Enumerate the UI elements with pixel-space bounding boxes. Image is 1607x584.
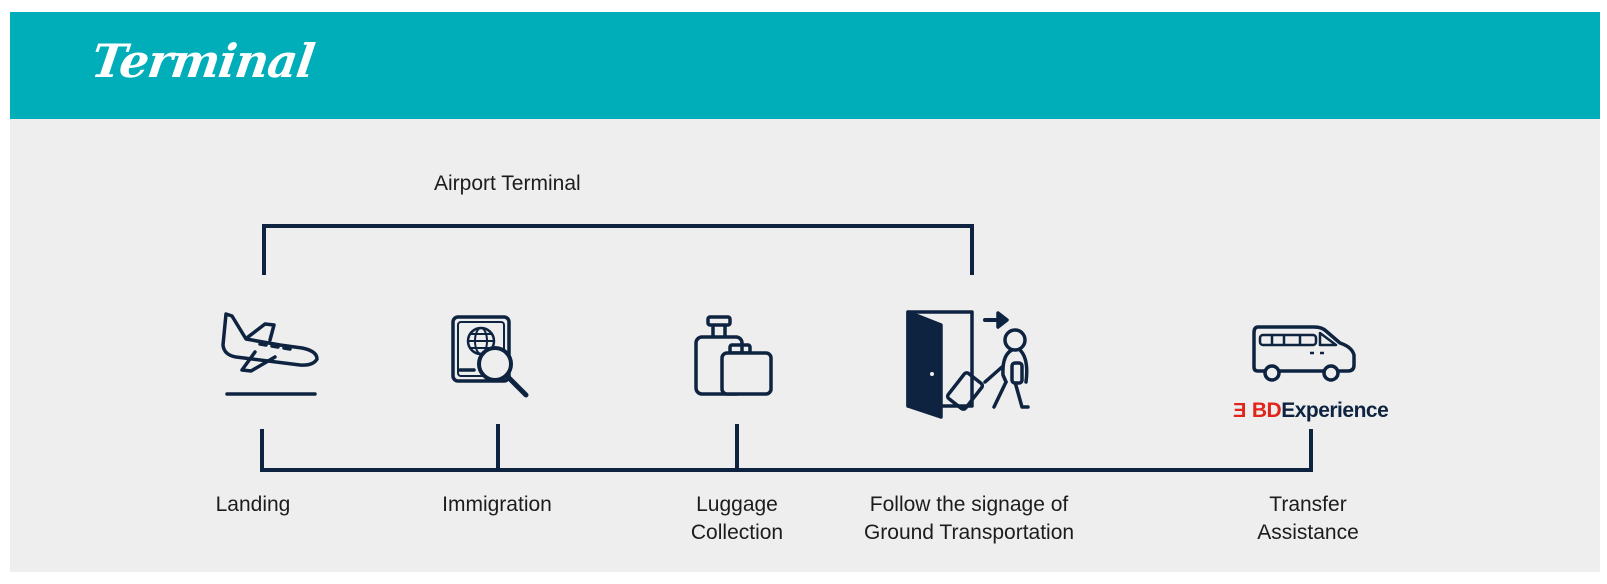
van-icon <box>1252 325 1356 382</box>
brand-bd-text: BD <box>1251 399 1282 422</box>
step-label-ground-transportation: Follow the signage of Ground Transportat… <box>863 493 1075 544</box>
bd-logo-mark-icon: Ǝ <box>1233 399 1246 422</box>
airport-terminal-label: Airport Terminal <box>434 172 581 195</box>
luggage-icon <box>694 315 773 396</box>
brand-experience-text: Experience <box>1281 399 1389 422</box>
diagram-panel: Airport Terminal <box>10 119 1600 572</box>
header-banner: Terminal <box>10 12 1600 119</box>
step-label-luggage-collection: Luggage Collection <box>690 493 784 544</box>
step-label-landing: Landing <box>215 493 291 516</box>
airport-terminal-bracket <box>262 224 974 275</box>
page-title: Terminal <box>88 34 318 88</box>
exit-door-traveler-icon <box>906 310 1030 419</box>
step-label-immigration: Immigration <box>442 493 552 516</box>
bd-experience-logo: Ǝ BDExperience <box>1233 399 1389 423</box>
airplane-landing-icon <box>221 312 319 396</box>
step-label-transfer-assistance: Transfer Assistance <box>1257 493 1359 544</box>
process-diagram <box>221 224 1356 472</box>
passport-search-icon <box>451 315 529 398</box>
